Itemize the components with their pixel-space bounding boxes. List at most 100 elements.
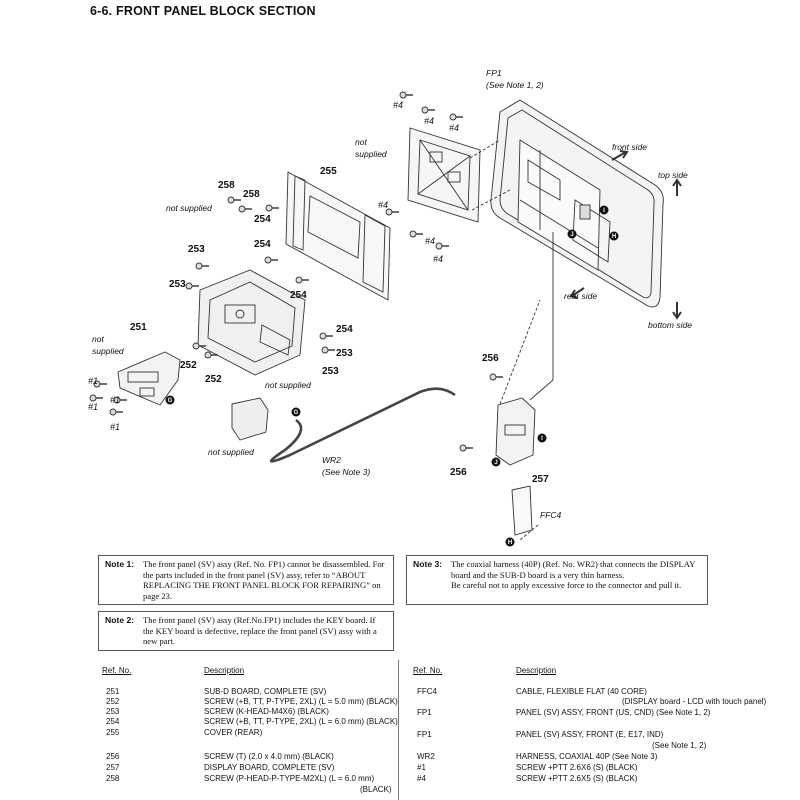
note-2-text: The front panel (SV) assy (Ref.No.FP1) i… [143,615,377,647]
parts-left-ref: 251 [106,687,120,696]
rear-cover-255 [285,171,391,301]
label-top-side: top side [658,170,688,180]
note-3-text-a: The coaxial harness (40P) (Ref. No. WR2)… [451,559,696,580]
note-2-title: Note 2: [105,615,135,625]
parts-left-desc: SCREW (+B, TT, P-TYPE, 2XL) (L = 6.0 mm)… [204,717,398,726]
parts-left-desc: SCREW (K-HEAD-M4X6) (BLACK) [204,707,329,716]
label-258-b: 258 [243,189,260,200]
parts-list-right: Ref. No. Description FFC4 CABLE, FLEXIBLE… [400,666,800,800]
label-h4-a: #4 [393,100,403,110]
label-254-c: 254 [290,290,307,301]
label-256-b: 256 [450,467,467,478]
label-rear-side: rear side [564,291,597,301]
label-253-d: 253 [322,366,339,377]
marker-j-1: J [570,232,573,238]
ffc4-cable [511,485,533,536]
label-254-a: 254 [254,214,271,225]
parts-divider [398,660,399,800]
label-253-a: 253 [188,244,205,255]
marker-g-2: G [294,410,299,416]
label-front-side: front side [612,142,647,152]
label-not-1: not [355,137,367,147]
label-258-a: 258 [218,180,235,191]
label-h1-d: #1 [110,422,120,432]
rear-side-arrow [569,287,585,299]
label-h4-e: #4 [425,236,435,246]
parts-left-desc-header: Description [204,666,245,675]
front-panel-fp1 [490,99,664,308]
parts-left-ref: 257 [106,763,120,772]
parts-right-desc: PANEL (SV) ASSY, FRONT (E, E17, IND) [516,730,664,739]
marker-j-2: J [494,460,497,466]
page-title: 6-6. FRONT PANEL BLOCK SECTION [90,4,316,18]
parts-right-ref: WR2 [417,752,435,761]
label-supplied-2: supplied [92,346,124,356]
top-side-arrow [672,178,682,196]
parts-right-desc: (See Note 1, 2) [652,741,707,750]
label-h1-c: #1 [110,395,120,405]
label-bottom-side: bottom side [648,320,692,330]
label-wr2-note: (See Note 3) [322,467,370,477]
parts-left-desc-cont: (BLACK) [360,785,392,794]
parts-right-ref: #1 [417,763,426,772]
label-wr2: WR2 [322,455,341,465]
parts-left-ref: 252 [106,697,120,706]
parts-left-ref: 256 [106,752,120,761]
label-not-supplied-2: not supplied [265,380,311,390]
parts-right-desc: CABLE, FLEXIBLE FLAT (40 CORE) [516,687,647,696]
label-ffc4: FFC4 [540,510,562,520]
note-3-text: The coaxial harness (40P) (Ref. No. WR2)… [451,559,701,591]
label-254-b: 254 [254,239,271,250]
note-3-title: Note 3: [413,559,443,569]
note-2: Note 2: The front panel (SV) assy (Ref.N… [98,611,394,651]
label-254-d: 254 [336,324,353,335]
parts-left-desc: SCREW (+B, TT, P-TYPE, 2XL) (L = 5.0 mm)… [204,697,398,706]
parts-left-ref-header: Ref. No. [102,666,132,675]
label-supplied-1: supplied [355,149,387,159]
parts-left-ref: 253 [106,707,120,716]
label-253-c: 253 [336,348,353,359]
parts-right-desc-header: Description [516,666,557,675]
label-255: 255 [320,166,337,177]
note-1-title: Note 1: [105,559,135,569]
bottom-side-arrow [672,302,682,320]
note-1: Note 1: The front panel (SV) assy (Ref. … [98,555,394,605]
marker-i-2: I [541,436,543,442]
label-h4-c: #4 [449,123,459,133]
parts-right-ref: FP1 [417,708,432,717]
parts-left-ref: 258 [106,774,120,783]
marker-h-1: H [612,234,616,240]
parts-right-desc: (DISPLAY board - LCD with touch panel) [622,697,767,706]
parts-left-ref: 255 [106,728,120,737]
parts-right-ref: #4 [417,774,426,783]
parts-left-ref: 254 [106,717,120,726]
label-252-b: 252 [205,374,222,385]
label-252-a: 252 [180,360,197,371]
parts-left-desc: COVER (REAR) [204,728,263,737]
label-256-a: 256 [482,353,499,364]
marker-i-1: I [603,208,605,214]
label-251: 251 [130,322,147,333]
parts-right-desc: PANEL (SV) ASSY, FRONT (US, CND) (See No… [516,708,711,717]
display-board-257 [495,397,536,466]
note-1-text: The front panel (SV) assy (Ref. No. FP1)… [143,559,385,601]
parts-right-ref: FFC4 [417,687,437,696]
label-h4-b: #4 [424,116,434,126]
label-fp1: FP1 [486,68,502,78]
note-3-text-b: Be careful not to apply excessive force … [451,580,682,591]
parts-left-desc: SCREW (T) (2.0 x 4.0 mm) (BLACK) [204,752,334,761]
label-h4-d: #4 [378,200,388,210]
marker-h-2: H [508,540,512,546]
label-not-supplied-1: not supplied [166,203,212,213]
parts-right-ref-header: Ref. No. [413,666,443,675]
connector-not-supplied [231,397,269,441]
sub-d-board-251 [117,351,181,406]
label-h4-f: #4 [433,254,443,264]
parts-right-desc: HARNESS, COAXIAL 40P (See Note 3) [516,752,658,761]
label-fp1-note: (See Note 1, 2) [486,80,544,90]
metal-bracket [407,127,481,223]
label-not-2: not [92,334,104,344]
note-3: Note 3: The coaxial harness (40P) (Ref. … [406,555,708,605]
parts-right-desc: SCREW +PTT 2.6X5 (S) (BLACK) [516,774,638,783]
